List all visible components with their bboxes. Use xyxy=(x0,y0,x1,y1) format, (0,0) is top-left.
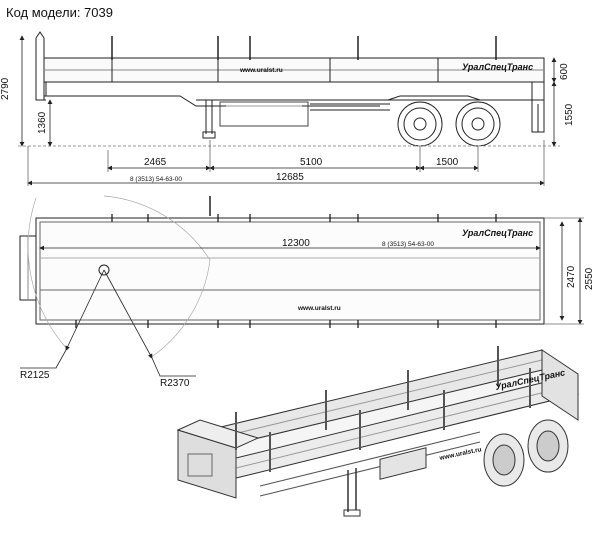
dim-wheel-height: 1550 xyxy=(564,103,575,126)
plan-model-code: 8 (3513) 54-63-00 xyxy=(382,241,434,248)
plan-brand: УралСпецТранс xyxy=(462,228,533,238)
dim-total-height: 2790 xyxy=(0,77,11,100)
dim-total-length: 12685 xyxy=(276,172,304,183)
dim-axle-base: 1500 xyxy=(436,157,459,168)
side-url: www.uralst.ru xyxy=(239,67,283,74)
dim-side-height: 600 xyxy=(559,63,570,80)
dim-frame-height: 1360 xyxy=(37,111,48,134)
plan-dimensions xyxy=(39,217,584,325)
isometric-view xyxy=(176,346,580,517)
model-title: Код модели: 7039 xyxy=(6,5,113,20)
plan-view xyxy=(19,195,545,377)
side-view xyxy=(18,31,560,147)
dim-kingpin-support: 2465 xyxy=(144,157,167,168)
dim-platform-length: 12300 xyxy=(282,238,310,249)
plan-url: www.uralst.ru xyxy=(297,305,341,312)
radius-rear-label: R2370 xyxy=(160,378,190,389)
iso-url: www.uralst.ru xyxy=(438,446,482,462)
dim-outer-width: 2550 xyxy=(584,267,595,290)
dim-support-axle: 5100 xyxy=(300,157,323,168)
side-model-code: 8 (3513) 54-63-00 xyxy=(130,176,182,183)
dim-inner-width: 2470 xyxy=(566,265,577,288)
radius-front-label: R2125 xyxy=(20,370,50,381)
side-dimensions xyxy=(19,35,557,186)
side-brand: УралСпецТранс xyxy=(462,62,533,72)
